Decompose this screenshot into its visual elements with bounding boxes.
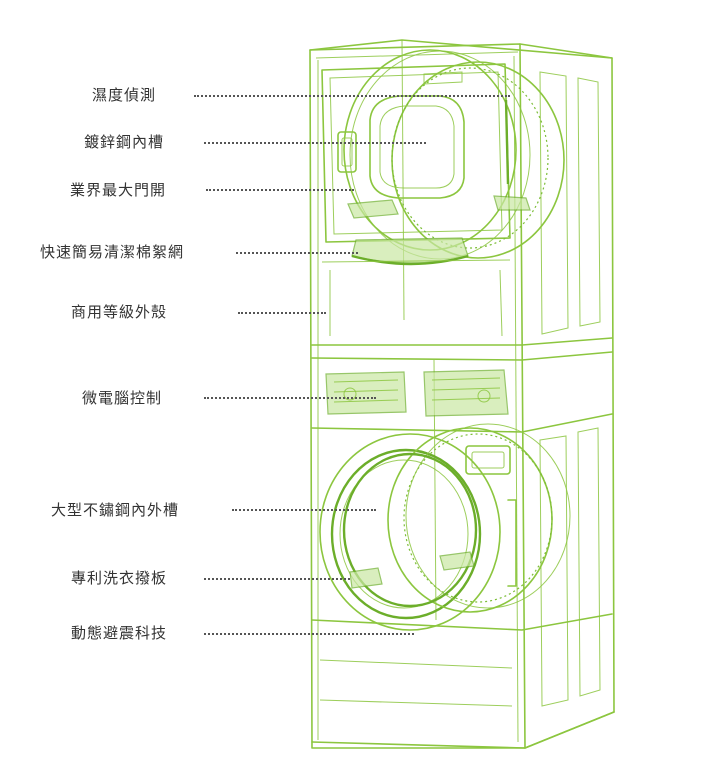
callout-humidity-sensor-leader [194, 95, 510, 97]
callout-galvanized-drum-leader [204, 142, 426, 144]
callout-large-door-label: 業界最大門開 [70, 181, 167, 199]
callout-stainless-tub-label: 大型不鏽鋼內外槽 [51, 501, 180, 519]
callout-washer-paddle-leader [204, 578, 350, 580]
control-panels [325, 369, 509, 417]
callout-commercial-shell-leader [238, 312, 326, 314]
callout-humidity-sensor-label: 濕度偵測 [92, 86, 157, 104]
callout-large-door-leader [206, 189, 354, 191]
callout-vibration-tech-label: 動態避震科技 [71, 624, 168, 642]
callout-washer-paddle-label: 專利洗衣撥板 [71, 569, 168, 587]
callout-lint-filter-label: 快速簡易清潔棉絮網 [40, 243, 185, 261]
callout-stainless-tub-leader [232, 509, 376, 511]
callout-commercial-shell-label: 商用等級外殼 [71, 303, 168, 321]
callout-galvanized-drum-label: 鍍鋅鋼內槽 [84, 133, 165, 151]
callout-micro-controls-label: 微電腦控制 [82, 389, 163, 407]
callout-micro-controls-leader [204, 397, 376, 399]
callout-lint-filter-leader [236, 252, 358, 254]
dryer-section [321, 49, 565, 337]
washer-section [319, 423, 571, 631]
callout-vibration-tech-leader [204, 633, 414, 635]
